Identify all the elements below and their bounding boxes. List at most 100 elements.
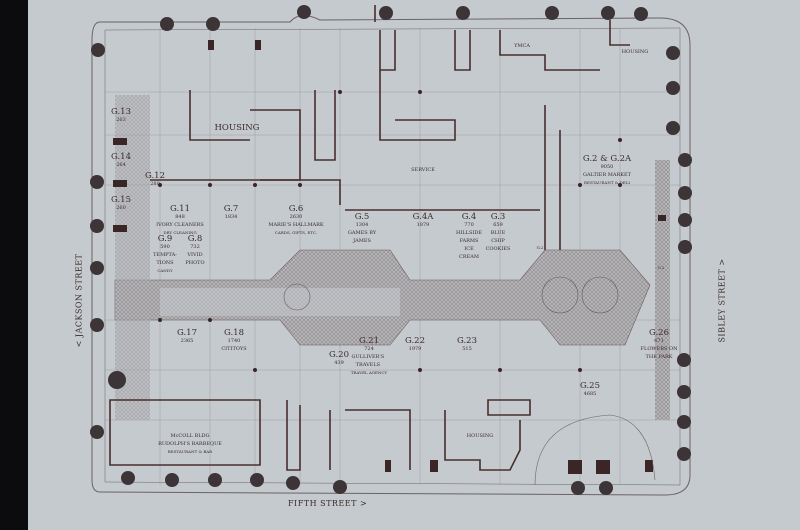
space-area: 264 bbox=[116, 162, 126, 168]
space-area: 732 bbox=[190, 244, 200, 250]
space-area: 2365 bbox=[180, 338, 194, 344]
space-name: G.21 bbox=[358, 336, 379, 346]
space-housing-nw: HOUSING bbox=[215, 124, 260, 133]
space-ymca: YMCA bbox=[514, 42, 530, 50]
space-name: G.6 bbox=[288, 204, 304, 214]
space-g2-corridor: G.2 bbox=[537, 244, 544, 252]
space-name: HOUSING bbox=[621, 49, 649, 55]
space-area: 4685 bbox=[583, 391, 597, 397]
tenant-name: CITITOYS bbox=[221, 346, 247, 352]
space-name: G.2 & G.2A bbox=[582, 154, 632, 164]
tenant-name: HILLSIDE FARMS ICE CREAM bbox=[455, 230, 483, 260]
space-name: G.15 bbox=[110, 195, 132, 205]
tenant-name: VIVID PHOTO bbox=[185, 252, 205, 266]
space-name: G.3 bbox=[490, 212, 506, 222]
tenant-type: DRY CLEANING bbox=[163, 230, 197, 235]
space-service: SERVICE bbox=[411, 166, 435, 174]
space-area: 770 bbox=[464, 222, 474, 228]
space-name: YMCA bbox=[514, 43, 530, 49]
space-name: G.17 bbox=[176, 328, 198, 338]
space-area: 280 bbox=[150, 181, 160, 187]
slide-border bbox=[0, 0, 28, 530]
tenant-type: RESTAURANT & BAR bbox=[167, 449, 213, 454]
space-area: 515 bbox=[462, 346, 472, 352]
plaza-arc bbox=[534, 414, 656, 486]
trees bbox=[90, 5, 692, 495]
space-name: G.11 bbox=[169, 204, 191, 214]
street-label-fifth: FIFTH STREET > bbox=[288, 499, 368, 508]
space-area: 439 bbox=[334, 360, 344, 366]
space-name: G.23 bbox=[456, 336, 478, 346]
space-area: 848 bbox=[175, 214, 185, 220]
space-area: 260 bbox=[116, 205, 126, 211]
space-name: G.20 bbox=[328, 350, 350, 360]
space-area: 1740 bbox=[227, 338, 241, 344]
tenant-name: GAMES BY JAMES bbox=[347, 230, 377, 244]
tenant-name: BLUE CHIP COOKIES bbox=[485, 230, 511, 252]
tenant-type: RESTAURANT & DELI bbox=[584, 180, 630, 185]
space-name: G.5 bbox=[354, 212, 370, 222]
space-name: G.9 bbox=[157, 234, 173, 244]
space-name: G.13 bbox=[110, 107, 132, 117]
space-area: 263 bbox=[116, 117, 126, 123]
site-outline bbox=[91, 15, 691, 496]
tenant-name: MARIE'S HALLMARK bbox=[268, 222, 324, 228]
columns bbox=[113, 40, 666, 474]
space-name: G.12 bbox=[144, 171, 166, 181]
space-area: 590 bbox=[160, 244, 170, 250]
street-label-sibley: SIBLEY STREET > bbox=[717, 258, 727, 343]
space-area: 2630 bbox=[289, 214, 303, 220]
space-area: 9050 bbox=[600, 164, 614, 170]
concourse bbox=[114, 95, 670, 420]
space-area: 724 bbox=[364, 346, 374, 352]
tenant-name: IVORY CLEANERS bbox=[156, 222, 204, 228]
space-name: SERVICE bbox=[411, 167, 435, 173]
space-name: G.4 bbox=[461, 212, 477, 222]
space-housing-s: HOUSING bbox=[467, 432, 493, 440]
space-name: G.8 bbox=[187, 234, 203, 244]
space-area: 1834 bbox=[224, 214, 238, 220]
tenant-type: CARDS, GIFTS, ETC. bbox=[274, 230, 318, 235]
space-name: G.7 bbox=[223, 204, 239, 214]
tenant-name: RUDOLPH'S BARBEQUE bbox=[158, 441, 222, 447]
space-g2-east: G.2 bbox=[658, 264, 665, 272]
tenant-name: FLOWERS ON THE PARK bbox=[640, 346, 678, 360]
tenant-name: TEMPTA-TIONS bbox=[153, 252, 177, 266]
space-name: G.26 bbox=[648, 328, 669, 338]
walls bbox=[109, 5, 630, 471]
space-name: G.22 bbox=[404, 336, 426, 346]
space-area: 1304 bbox=[355, 222, 369, 228]
space-name: HOUSING bbox=[466, 433, 494, 439]
tenant-name: GALTIER MARKET bbox=[582, 172, 632, 178]
space-area: 1879 bbox=[416, 222, 430, 228]
space-name: G.2 bbox=[657, 265, 665, 270]
space-area: 671 bbox=[654, 338, 664, 344]
tenant-type: TRAVEL AGENCY bbox=[350, 370, 388, 375]
space-name: G.2 bbox=[536, 245, 544, 250]
street-label-jackson: < JACKSON STREET bbox=[74, 253, 84, 348]
tenant-type: CANDY bbox=[157, 268, 173, 273]
